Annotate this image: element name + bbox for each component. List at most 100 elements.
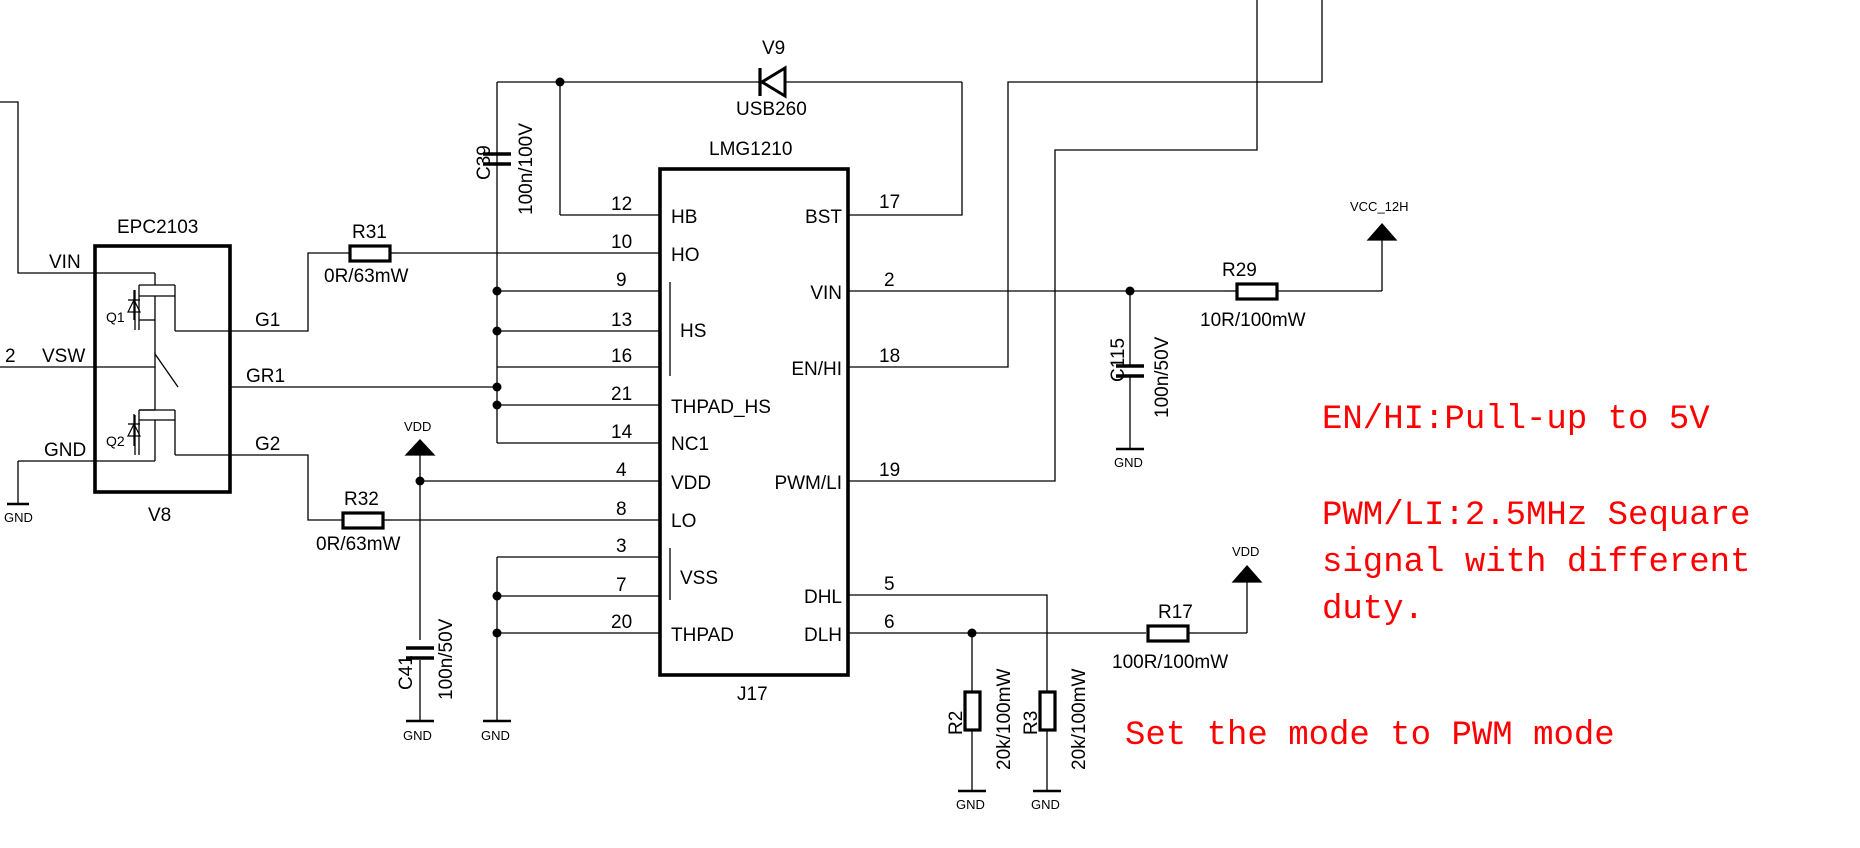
wires — [0, 0, 1383, 790]
c39-value: 100n/100V — [516, 123, 537, 215]
pin-3-number: 3 — [616, 536, 627, 557]
pin-hs-label: HS — [680, 321, 706, 342]
gnd-c115-label: GND — [1114, 455, 1143, 470]
pin-18-number: 18 — [879, 346, 900, 367]
resistor-r2: R2 20k/100mW — [946, 669, 1015, 770]
diode-ref: V9 — [762, 38, 785, 59]
gnd-c41-label: GND — [403, 728, 432, 743]
c115-value: 100n/50V — [1152, 336, 1173, 418]
gnd-left-label: GND — [4, 510, 33, 525]
vdd-symbol-left: VDD — [404, 419, 436, 456]
net-vsw-label: VSW — [42, 346, 85, 367]
pin-pwm-li-label: PWM/LI — [774, 473, 842, 494]
fet-epc2103: EPC2103 V8 VIN VSW 2 GND G1 GR1 G2 Q1 — [5, 217, 285, 526]
q2-label: Q2 — [106, 433, 125, 449]
gnd-symbol-r3: GND — [1031, 789, 1061, 812]
driver-lmg1210: LMG1210 J17 12 10 9 13 16 21 14 4 8 3 7 … — [611, 139, 900, 705]
vdd-right-label: VDD — [1232, 544, 1259, 559]
driver-part-name: LMG1210 — [709, 139, 792, 160]
pin-dhl-label: DHL — [804, 587, 842, 608]
pin-lo-label: LO — [671, 511, 696, 532]
pin-9-number: 9 — [616, 270, 627, 291]
pin-16-number: 16 — [611, 346, 632, 367]
c41-ref: C41 — [396, 655, 417, 690]
pin-en-hi-label: EN/HI — [791, 359, 842, 380]
pin-nc1-label: NC1 — [671, 434, 709, 455]
pin-bst-label: BST — [805, 207, 842, 228]
vdd-left-label: VDD — [404, 419, 431, 434]
gnd-symbol-r2: GND — [956, 789, 986, 812]
r32-value: 0R/63mW — [316, 534, 401, 555]
vdd-symbol-right: VDD — [1231, 544, 1263, 583]
note-en-hi: EN/HI:Pull-up to 5V — [1322, 401, 1710, 439]
pin-17-number: 17 — [879, 192, 900, 213]
r17-value: 100R/100mW — [1112, 652, 1228, 673]
gnd-symbol-vss: GND — [481, 719, 511, 743]
junction-dots — [151, 77, 1135, 638]
pin-vdd-label: VDD — [671, 473, 711, 494]
design-notes: EN/HI:Pull-up to 5V PWM/LI:2.5MHz Sequar… — [1125, 401, 1750, 755]
c41-value: 100n/50V — [436, 618, 457, 700]
pin-ho-label: HO — [671, 245, 700, 266]
capacitor-c115: C115 100n/50V — [1108, 336, 1173, 418]
r17-ref: R17 — [1158, 602, 1193, 623]
r3-ref: R3 — [1021, 711, 1042, 735]
c39-ref: C39 — [474, 145, 495, 180]
pin-2-number: 2 — [884, 270, 895, 291]
q2-mosfet-symbol: Q2 — [95, 409, 230, 462]
q1-label: Q1 — [106, 309, 125, 325]
pin-5-number: 5 — [884, 574, 895, 595]
diode-value: USB260 — [736, 99, 807, 120]
resistor-r29: R29 10R/100mW — [1200, 260, 1306, 331]
pin-21-number: 21 — [611, 384, 632, 405]
vcc12h-symbol: VCC_12H — [1350, 199, 1409, 241]
note-mode: Set the mode to PWM mode — [1125, 717, 1615, 755]
gnd-symbol-c115: GND — [1114, 447, 1144, 470]
r2-value: 20k/100mW — [994, 669, 1015, 770]
r2-ref: R2 — [946, 711, 967, 735]
r3-value: 20k/100mW — [1069, 669, 1090, 770]
r31-value: 0R/63mW — [324, 266, 409, 287]
pin-14-number: 14 — [611, 422, 633, 443]
pin-6-number: 6 — [884, 612, 895, 633]
pin-hb-label: HB — [671, 207, 697, 228]
r31-ref: R31 — [352, 222, 387, 243]
note-pwm-li-line1: PWM/LI:2.5MHz Sequare — [1322, 497, 1750, 535]
note-pwm-li-line3: duty. — [1322, 591, 1424, 629]
pin-4-number: 4 — [616, 460, 627, 481]
pin-dlh-label: DLH — [804, 625, 842, 646]
resistor-r3: R3 20k/100mW — [1021, 669, 1090, 770]
resistor-r17: R17 100R/100mW — [1112, 602, 1228, 673]
vcc12h-label: VCC_12H — [1350, 199, 1409, 214]
pin-thpad-label: THPAD — [671, 625, 734, 646]
pin-vss-label: VSS — [680, 568, 718, 589]
capacitor-c39: C39 100n/100V — [474, 123, 537, 215]
diode-v9: V9 USB260 — [736, 38, 807, 120]
net-gr1-label: GR1 — [246, 366, 285, 387]
driver-ref: J17 — [737, 684, 768, 705]
capacitor-c41: C41 100n/50V — [396, 618, 457, 700]
net-g1-label: G1 — [255, 310, 280, 331]
c115-ref: C115 — [1108, 338, 1129, 382]
r32-ref: R32 — [344, 489, 379, 510]
pin-vin-label: VIN — [810, 283, 842, 304]
pin-10-number: 10 — [611, 232, 632, 253]
r29-ref: R29 — [1222, 260, 1257, 281]
fet-part-name: EPC2103 — [117, 217, 198, 238]
gnd-r2-label: GND — [956, 797, 985, 812]
r29-value: 10R/100mW — [1200, 310, 1306, 331]
q1-mosfet-symbol: Q1 — [95, 272, 230, 354]
fet-ref: V8 — [148, 505, 171, 526]
net-vin-label: VIN — [49, 252, 81, 273]
gnd-vss-label: GND — [481, 728, 510, 743]
pin-7-number: 7 — [616, 575, 627, 596]
pin-thpad-hs-label: THPAD_HS — [671, 397, 771, 418]
note-pwm-li-line2: signal with different — [1322, 544, 1750, 582]
net-g2-label: G2 — [255, 434, 280, 455]
net-gnd-label: GND — [44, 440, 86, 461]
pin-8-number: 8 — [616, 499, 627, 520]
gnd-symbol-left: GND — [4, 502, 33, 525]
resistor-r31: R31 0R/63mW — [324, 222, 409, 287]
left-pin-label: 2 — [5, 346, 16, 367]
